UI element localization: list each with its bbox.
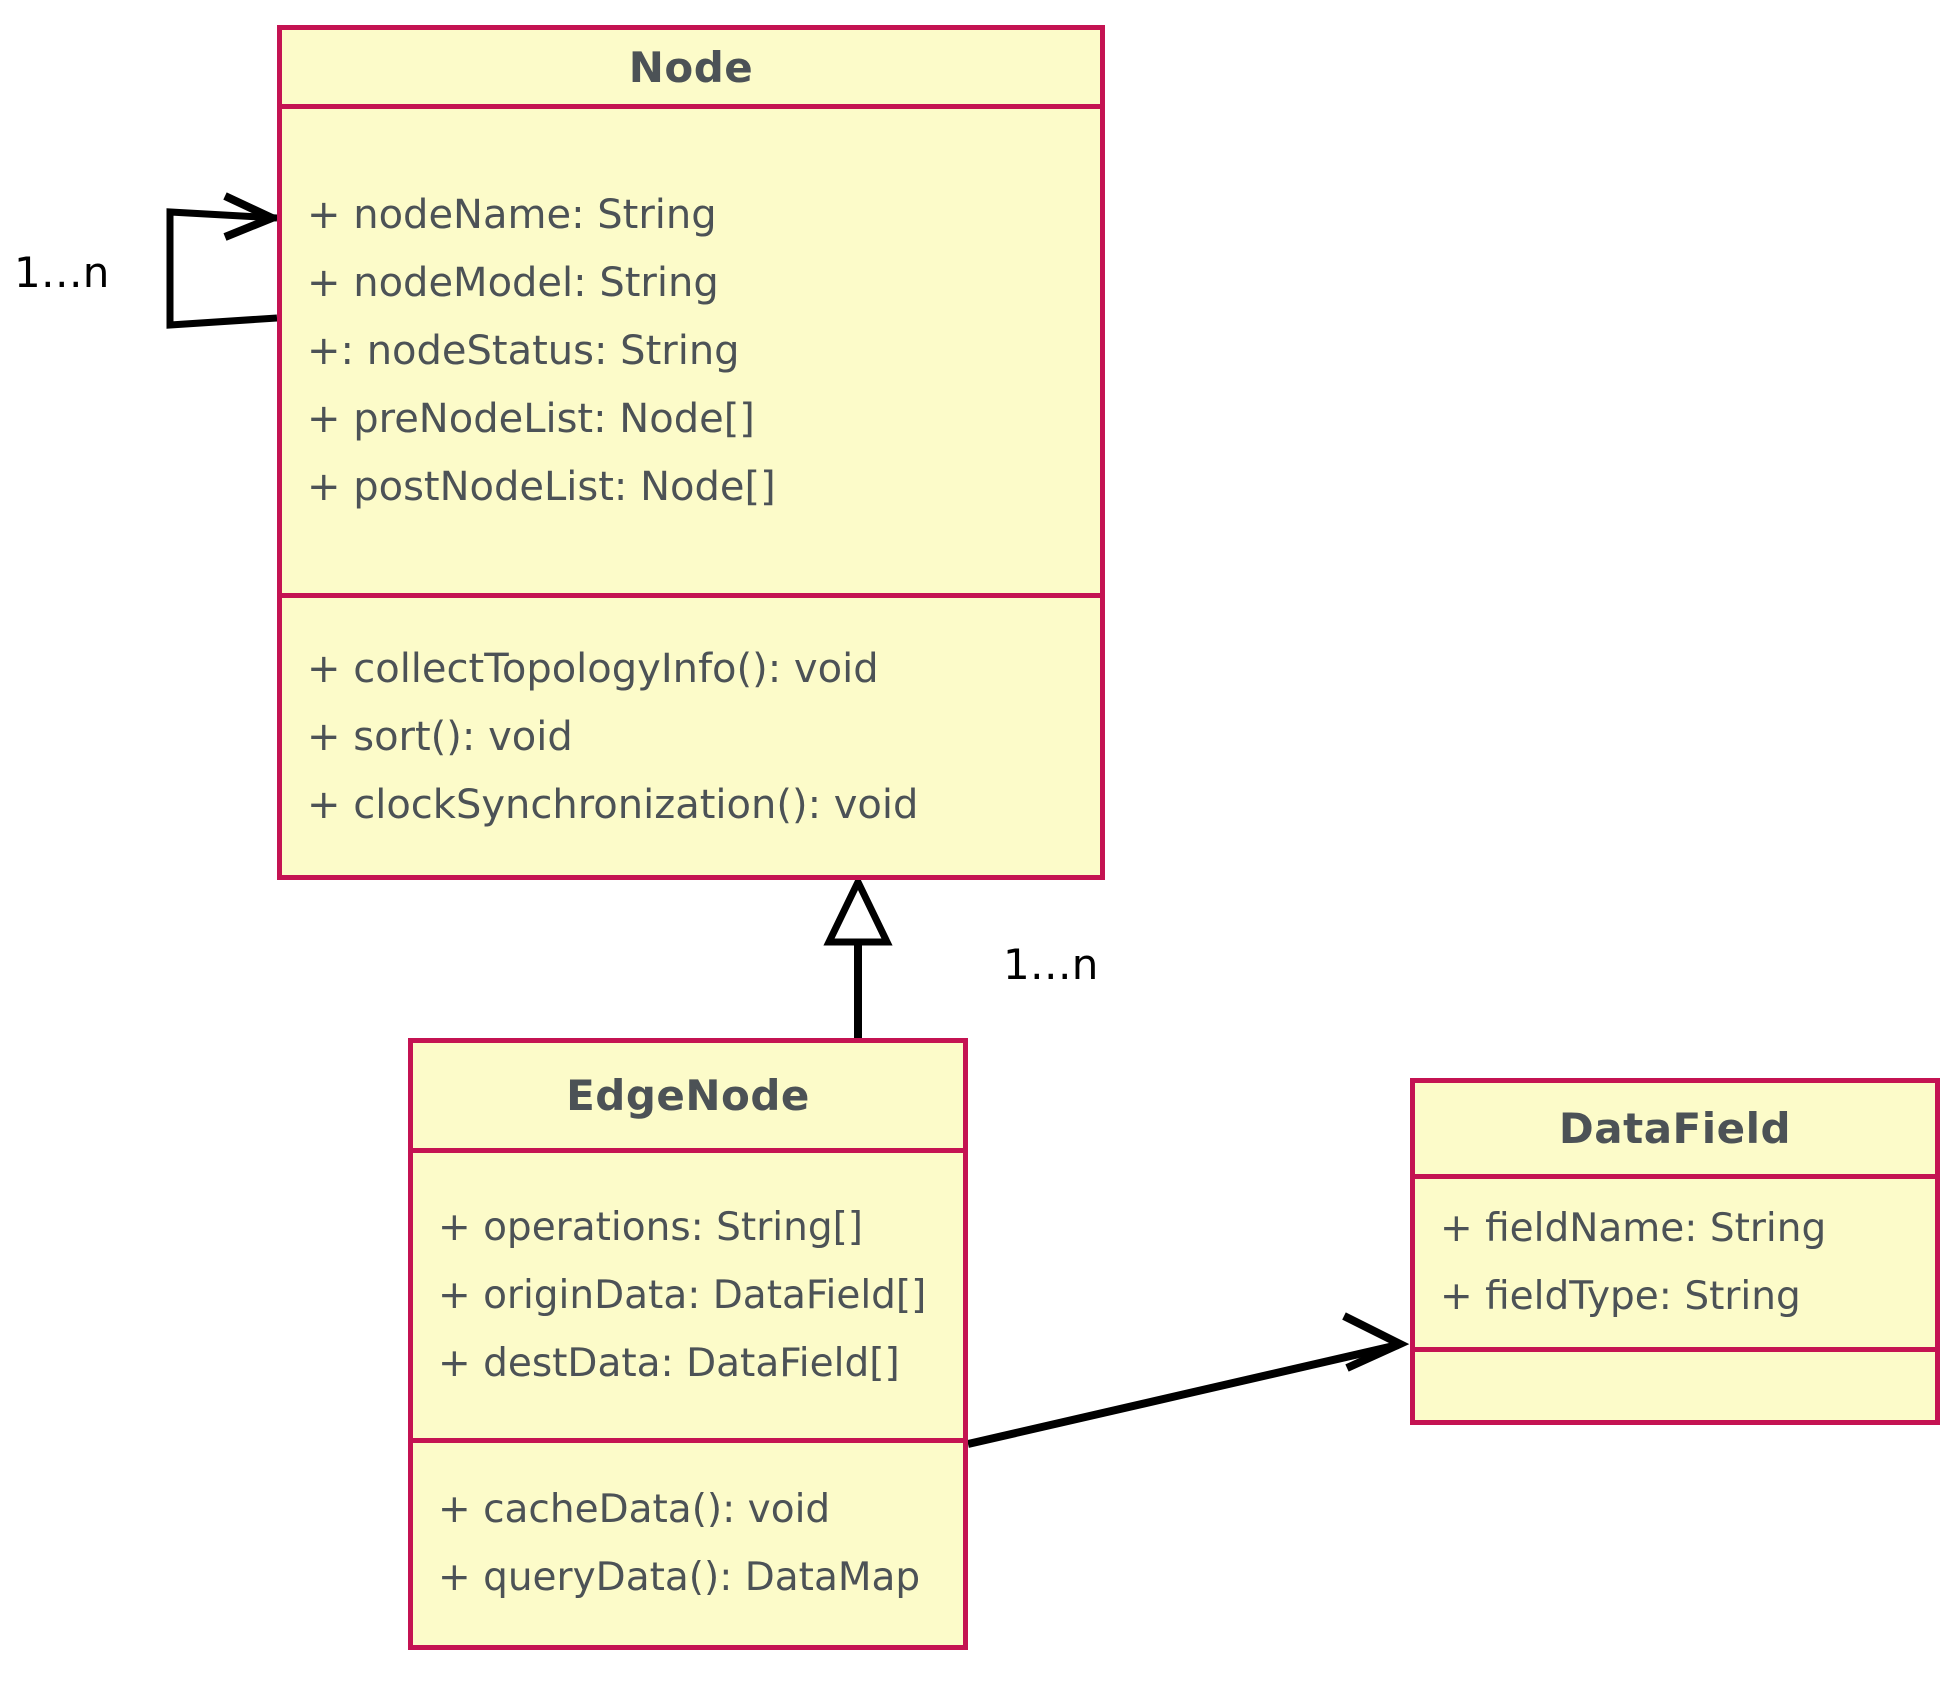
methods-compartment-edgenode: + cacheData(): void + queryData(): DataM… — [413, 1438, 963, 1645]
attribute-row: + postNodeList: Node[] — [307, 464, 776, 511]
attribute-row: +: nodeStatus: String — [307, 328, 740, 375]
connector-edgenode-datafield-association — [967, 1312, 1410, 1448]
class-name-edgenode: EdgeNode — [566, 1071, 810, 1121]
multiplicity-label-edgenode-datafield: 1…n — [1003, 940, 1099, 989]
attributes-compartment-datafield: + fieldName: String + fieldType: String — [1415, 1174, 1935, 1347]
attributes-compartment-edgenode: + operations: String[] + originData: Dat… — [413, 1148, 963, 1438]
attribute-row: + preNodeList: Node[] — [307, 396, 755, 443]
method-row: + sort(): void — [307, 713, 573, 760]
attribute-row: + operations: String[] — [438, 1204, 864, 1250]
multiplicity-label-node-self: 1…n — [14, 248, 110, 297]
class-name-datafield: DataField — [1558, 1104, 1792, 1154]
method-row: + cacheData(): void — [438, 1487, 831, 1533]
uml-class-datafield[interactable]: DataField + fieldName: String + fieldTyp… — [1410, 1078, 1940, 1425]
class-name-node: Node — [628, 42, 754, 92]
method-row: + clockSynchronization(): void — [307, 781, 919, 828]
attributes-compartment-node: + nodeName: String + nodeModel: String +… — [282, 104, 1100, 593]
attribute-row: + nodeModel: String — [307, 260, 719, 307]
method-row: + collectTopologyInfo(): void — [307, 645, 879, 692]
attribute-row: + destData: DataField[] — [438, 1340, 900, 1386]
attribute-row: + fieldName: String — [1440, 1206, 1827, 1252]
uml-class-node[interactable]: Node + nodeName: String + nodeModel: Str… — [277, 25, 1105, 880]
attribute-row: + nodeName: String — [307, 192, 717, 239]
connector-edgenode-generalization — [823, 873, 893, 1038]
uml-class-edgenode[interactable]: EdgeNode + operations: String[] + origin… — [408, 1038, 968, 1650]
attribute-row: + originData: DataField[] — [438, 1272, 927, 1318]
methods-compartment-datafield — [1415, 1347, 1935, 1420]
methods-compartment-node: + collectTopologyInfo(): void + sort(): … — [282, 593, 1100, 875]
connector-node-self-association — [166, 192, 283, 329]
attribute-row: + fieldType: String — [1440, 1274, 1801, 1320]
method-row: + queryData(): DataMap — [438, 1555, 921, 1601]
